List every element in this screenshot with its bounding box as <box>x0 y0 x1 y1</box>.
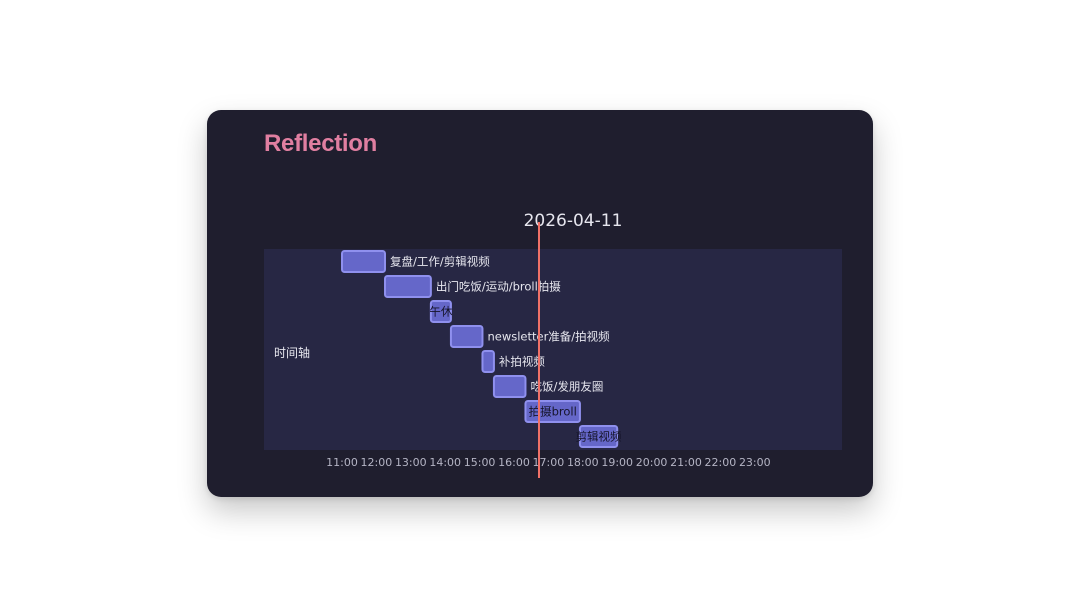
task-bar <box>481 350 495 373</box>
task-label: 补拍视频 <box>499 355 545 369</box>
x-tick-label: 11:00 <box>326 456 358 469</box>
x-tick-label: 17:00 <box>533 456 565 469</box>
task-bar <box>384 275 432 298</box>
task-label: 复盘/工作/剪辑视频 <box>390 255 490 269</box>
task-label: 吃饭/发朋友圈 <box>530 380 603 394</box>
x-tick-label: 15:00 <box>464 456 496 469</box>
x-tick-label: 16:00 <box>498 456 530 469</box>
task-label: 出门吃饭/运动/broll拍摄 <box>436 280 561 294</box>
task-bar <box>429 300 452 323</box>
chart-title: 2026-04-11 <box>524 211 623 231</box>
x-tick-label: 19:00 <box>601 456 633 469</box>
task-label: newsletter准备/拍视频 <box>487 330 610 344</box>
task-bar <box>449 325 484 348</box>
task-label: 拍摄broll <box>529 405 577 419</box>
x-tick-label: 13:00 <box>395 456 427 469</box>
x-tick-label: 23:00 <box>739 456 771 469</box>
x-tick-label: 22:00 <box>705 456 737 469</box>
task-label: 午休 <box>429 305 452 319</box>
x-tick-label: 18:00 <box>567 456 599 469</box>
task-label: 剪辑视频 <box>576 430 622 444</box>
task-bar <box>341 250 386 273</box>
x-tick-label: 12:00 <box>361 456 393 469</box>
x-tick-label: 20:00 <box>636 456 668 469</box>
task-bar <box>578 425 619 448</box>
task-bar <box>492 375 527 398</box>
x-tick-label: 14:00 <box>429 456 461 469</box>
page-title: Reflection <box>264 130 378 157</box>
x-tick-label: 21:00 <box>670 456 702 469</box>
y-axis-label: 时间轴 <box>274 345 310 360</box>
